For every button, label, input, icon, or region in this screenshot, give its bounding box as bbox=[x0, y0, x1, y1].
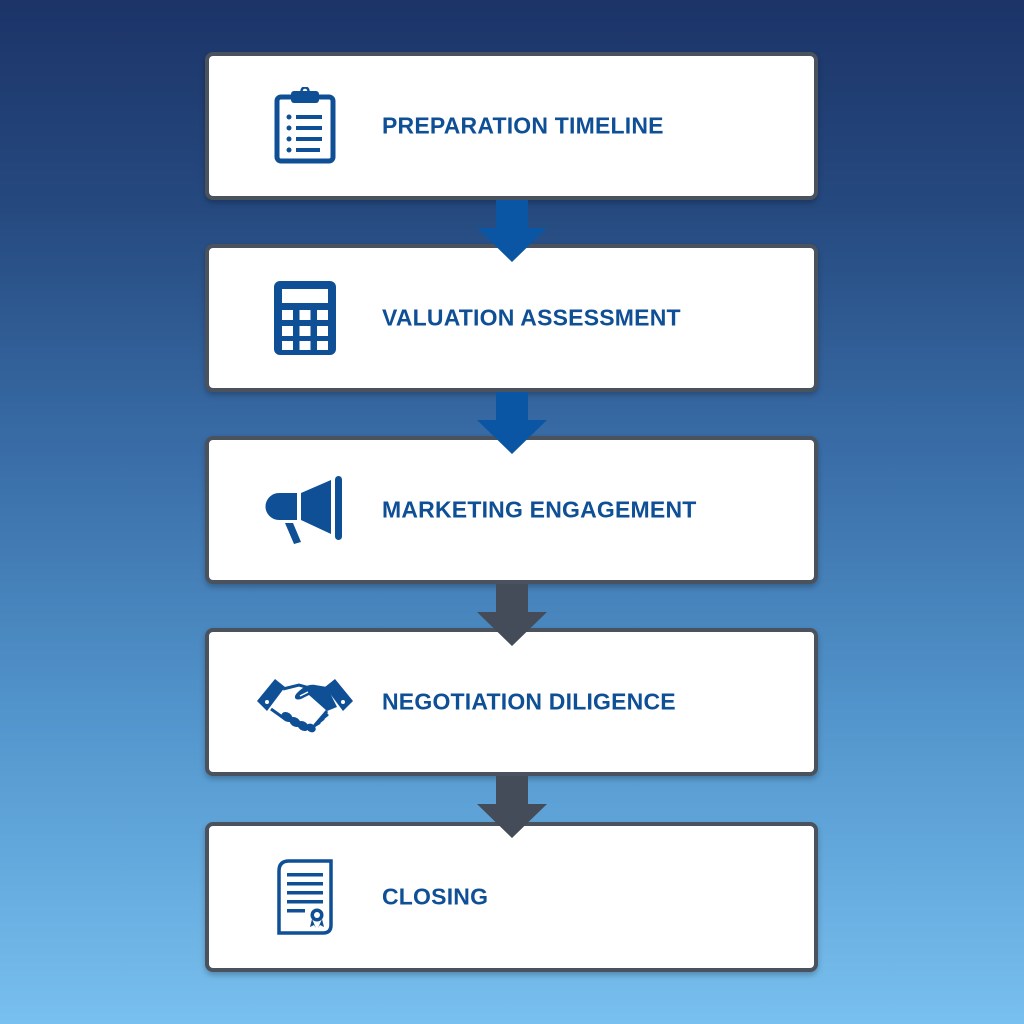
flow-arrow-down-icon bbox=[477, 584, 547, 648]
flow-arrow-down-icon bbox=[477, 392, 547, 456]
step-card-valuation-assessment: VALUATION ASSESSMENT bbox=[205, 244, 818, 392]
step-card-negotiation-diligence: NEGOTIATION DILIGENCE bbox=[205, 628, 818, 776]
step-label: NEGOTIATION DILIGENCE bbox=[382, 688, 676, 715]
step-label: CLOSING bbox=[382, 883, 489, 910]
step-card-preparation-timeline: PREPARATION TIMELINE bbox=[205, 52, 818, 200]
calculator-icon bbox=[265, 278, 345, 358]
megaphone-icon bbox=[265, 470, 345, 550]
flow-arrow-down-icon bbox=[477, 776, 547, 840]
step-label: MARKETING ENGAGEMENT bbox=[382, 496, 697, 523]
step-card-closing: CLOSING bbox=[205, 822, 818, 972]
clipboard-checklist-icon bbox=[265, 86, 345, 166]
certificate-document-icon bbox=[265, 857, 345, 937]
flow-arrow-down-icon bbox=[477, 200, 547, 264]
step-label: VALUATION ASSESSMENT bbox=[382, 304, 681, 331]
step-label: PREPARATION TIMELINE bbox=[382, 112, 664, 139]
step-card-marketing-engagement: MARKETING ENGAGEMENT bbox=[205, 436, 818, 584]
handshake-icon bbox=[257, 662, 353, 742]
